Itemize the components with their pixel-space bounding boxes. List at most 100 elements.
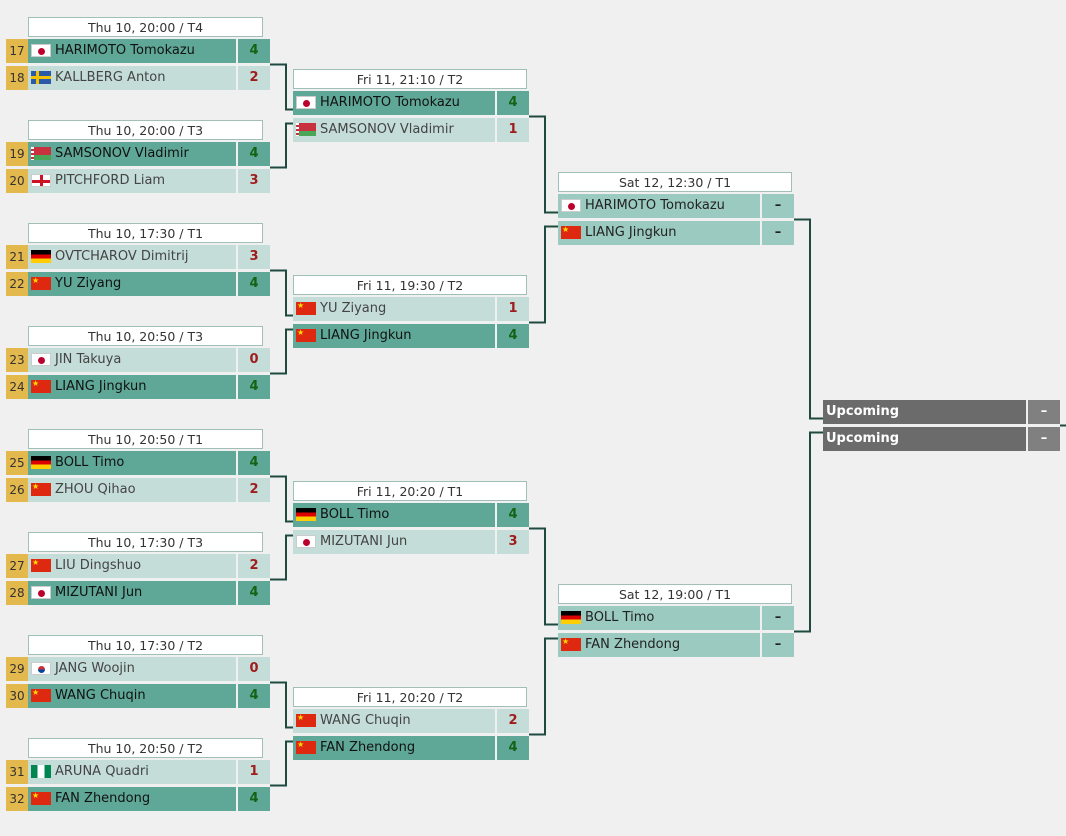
player-name[interactable]: FAN Zhendong [558, 633, 760, 657]
player-score: 1 [497, 297, 529, 321]
player-score: – [762, 633, 794, 657]
player-name[interactable]: ARUNA Quadri [28, 760, 236, 784]
player-name[interactable]: BOLL Timo [558, 606, 760, 630]
player-row[interactable]: Upcoming– [0, 400, 1066, 424]
player-name-text: FAN Zhendong [55, 791, 151, 806]
player-name[interactable]: LIANG Jingkun [28, 375, 236, 399]
bracket-connector-line [270, 122, 293, 169]
player-name[interactable]: HARIMOTO Tomokazu [558, 194, 760, 218]
match-schedule-header: Sat 12, 12:30 / T1 [558, 172, 792, 192]
player-row[interactable]: FAN Zhendong – [0, 633, 1066, 657]
player-score: 2 [238, 478, 270, 502]
match-schedule-header: Thu 10, 20:50 / T3 [28, 326, 263, 346]
player-name-text: KALLBERG Anton [55, 70, 166, 85]
bracket-connector-line [270, 328, 293, 375]
player-name[interactable]: MIZUTANI Jun [293, 530, 495, 554]
player-row[interactable]: HARIMOTO Tomokazu– [0, 194, 1066, 218]
player-row[interactable]: LIANG Jingkun– [0, 221, 1066, 245]
player-name[interactable]: LIANG Jingkun [558, 221, 760, 245]
player-name[interactable]: Upcoming [823, 400, 1026, 424]
player-name[interactable]: HARIMOTO Tomokazu [293, 91, 495, 115]
de-flag-icon [31, 456, 51, 469]
player-name[interactable]: MIZUTANI Jun [28, 581, 236, 605]
player-score: – [762, 606, 794, 630]
player-score: 0 [238, 348, 270, 372]
player-name[interactable]: Upcoming [823, 427, 1026, 451]
player-name[interactable]: WANG Chuqin [293, 709, 495, 733]
player-score: 4 [238, 272, 270, 296]
player-name[interactable]: HARIMOTO Tomokazu [28, 39, 236, 63]
player-name[interactable]: YU Ziyang [28, 272, 236, 296]
player-name[interactable]: YU Ziyang [293, 297, 495, 321]
player-name[interactable]: WANG Chuqin [28, 684, 236, 708]
bracket-connector-line [529, 637, 558, 736]
bracket-connector-line [794, 431, 823, 633]
bracket-connector-line [794, 218, 823, 420]
seed-number: 18 [6, 66, 28, 90]
player-name[interactable]: JIN Takuya [28, 348, 236, 372]
cn-flag-icon [296, 741, 316, 754]
player-name[interactable]: BOLL Timo [293, 503, 495, 527]
player-name[interactable]: FAN Zhendong [293, 736, 495, 760]
player-name-text: LIANG Jingkun [320, 328, 412, 343]
player-name[interactable]: KALLBERG Anton [28, 66, 236, 90]
player-name[interactable]: JANG Woojin [28, 657, 236, 681]
cn-flag-icon [561, 638, 581, 651]
player-score: – [762, 194, 794, 218]
player-row[interactable]: Upcoming– [0, 427, 1066, 451]
player-score: 4 [238, 375, 270, 399]
player-name-text: LIU Dingshuo [55, 558, 142, 573]
bracket-connector-line [270, 269, 293, 317]
player-row[interactable]: BOLL Timo 4 [0, 503, 1066, 527]
player-score: 4 [238, 451, 270, 475]
jp-flag-icon [31, 586, 51, 599]
bracket-connector-line [270, 681, 293, 729]
player-name[interactable]: LIU Dingshuo [28, 554, 236, 578]
player-name[interactable]: ZHOU Qihao [28, 478, 236, 502]
player-name-text: Upcoming [826, 404, 900, 419]
player-name-text: BOLL Timo [320, 507, 390, 522]
player-name[interactable]: BOLL Timo [28, 451, 236, 475]
player-name[interactable]: FAN Zhendong [28, 787, 236, 811]
player-score: 3 [238, 169, 270, 193]
player-name-text: FAN Zhendong [585, 637, 681, 652]
seed-number: 26 [6, 478, 28, 502]
player-name[interactable]: SAMSONOV Vladimir [28, 142, 236, 166]
player-name[interactable]: PITCHFORD Liam [28, 169, 236, 193]
seed-number: 19 [6, 142, 28, 166]
player-score: 4 [238, 39, 270, 63]
player-name-text: JIN Takuya [55, 352, 122, 367]
match-schedule-header: Thu 10, 20:00 / T4 [28, 17, 263, 37]
player-row[interactable]: BOLL Timo– [0, 606, 1066, 630]
player-name[interactable]: SAMSONOV Vladimir [293, 118, 495, 142]
bracket-connector-line [529, 527, 558, 626]
seed-number: 20 [6, 169, 28, 193]
player-name[interactable]: OVTCHAROV Dimitrij [28, 245, 236, 269]
player-score: 4 [497, 503, 529, 527]
player-name[interactable]: LIANG Jingkun [293, 324, 495, 348]
